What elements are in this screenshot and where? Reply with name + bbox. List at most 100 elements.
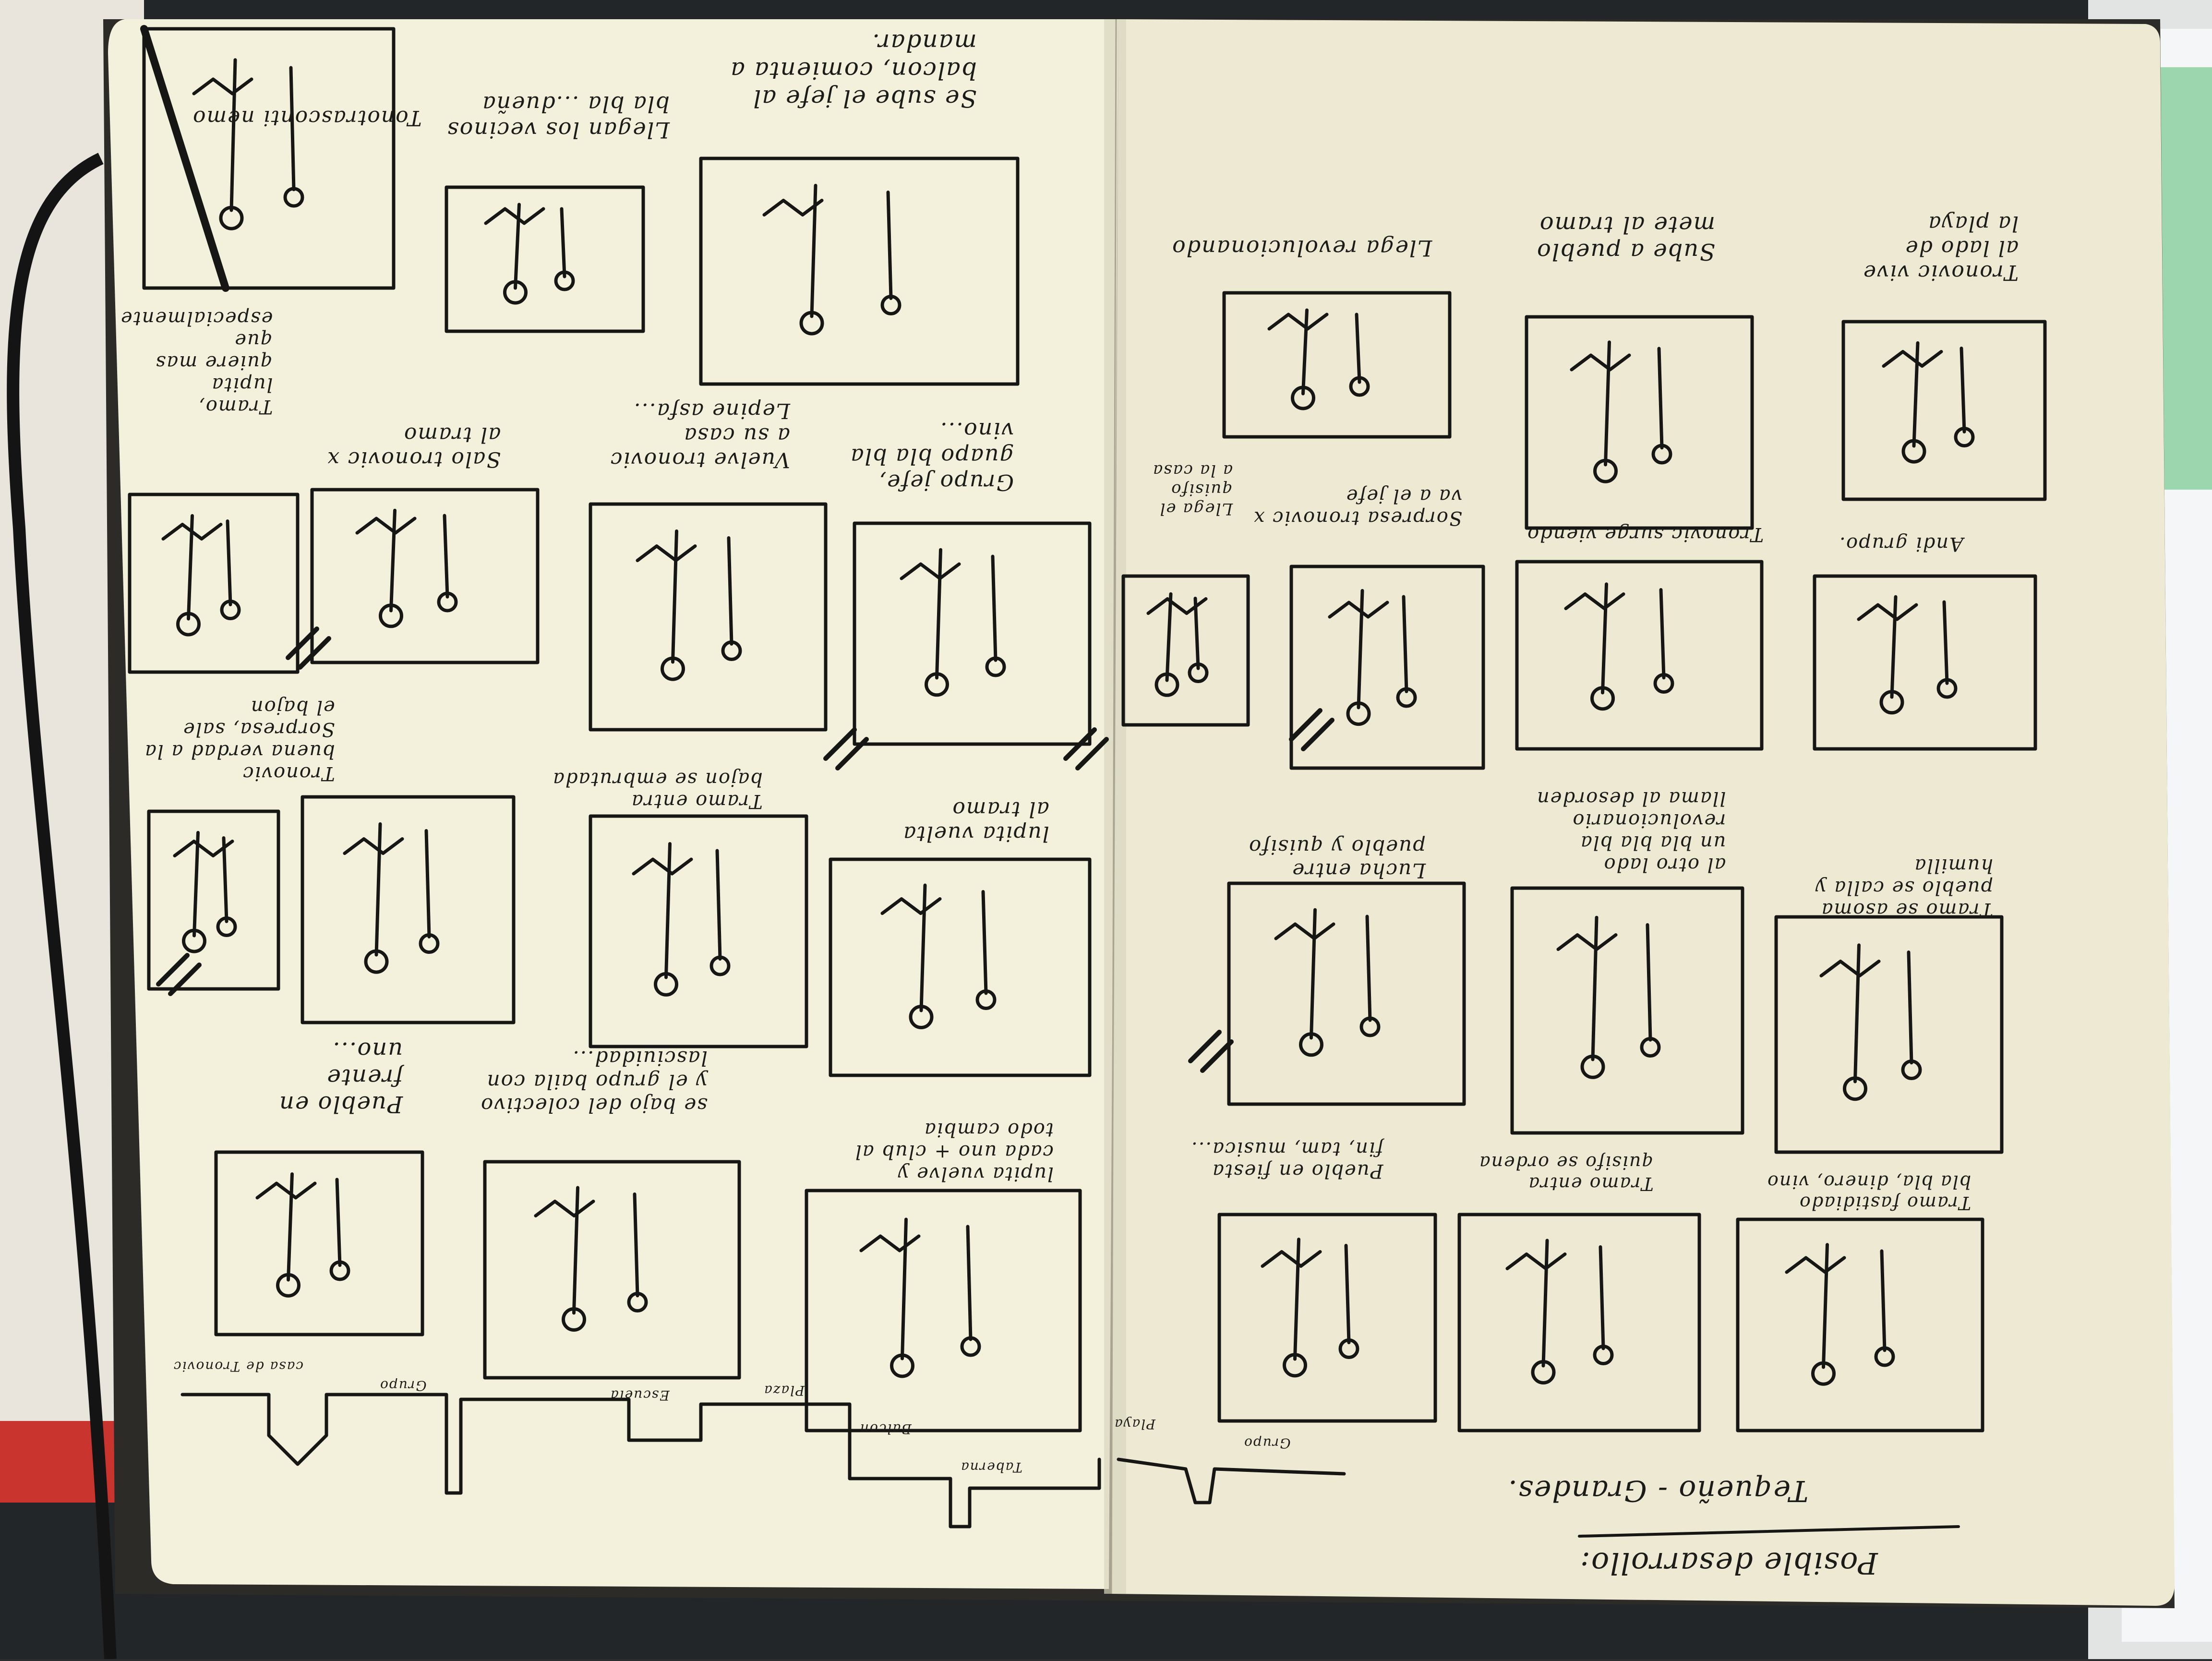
floor-plan-map-right	[1117, 1457, 1346, 1505]
note-left-10: se bajo del colectivo y el grupo baila c…	[480, 1047, 708, 1117]
storyboard-panel	[1736, 1217, 1984, 1432]
floor-plan-map	[180, 1393, 1101, 1529]
figure-body	[1880, 1249, 1887, 1352]
note-left-8: lupita vuelta al tramo	[902, 797, 1049, 846]
figure-body	[886, 191, 893, 300]
storyboard-panel	[1510, 886, 1744, 1135]
map-label-2: Plaza	[763, 1383, 805, 1398]
figure-body	[1822, 1243, 1829, 1369]
storyboard-panel	[142, 27, 396, 290]
sketch-scribble	[1261, 1250, 1322, 1268]
figure-body	[1960, 347, 1966, 433]
map-label-0: Taberna	[960, 1459, 1022, 1475]
scene-cut-mark	[823, 727, 869, 770]
storyboard-panel	[1515, 560, 1764, 751]
note-right-12: Pueblo en fiesta fin, tam, musica...	[1190, 1138, 1383, 1182]
figure-body	[287, 1172, 294, 1282]
note-right-9: Lucha entre pueblo y quisifo	[1248, 835, 1426, 882]
figure-body	[919, 883, 927, 1012]
note-left-11: lupita vuelve y cada uno + club al todo …	[854, 1119, 1054, 1185]
figure-body	[1646, 923, 1652, 1042]
map-label-right-1: Playa	[1114, 1416, 1155, 1432]
figure-body	[1541, 1239, 1549, 1368]
figure-body	[1601, 582, 1608, 695]
storyboard-panel	[1525, 315, 1754, 530]
green-card	[2160, 67, 2212, 490]
sketch-scribble	[900, 562, 961, 580]
sketch-scribble	[880, 897, 942, 915]
note-left-3: Llegan los vecinos bla bla ...dueña	[446, 91, 670, 143]
sketch-scribble	[192, 77, 253, 96]
storyboard-panel	[147, 809, 280, 991]
sketch-scribble	[1274, 922, 1335, 940]
note-left-4: Se sube el jefe al balcon, comienta a ma…	[730, 29, 977, 112]
map-label-5: casa de Tronovic	[173, 1359, 303, 1374]
figure-body	[633, 1192, 639, 1298]
storyboard-panel	[1222, 291, 1452, 439]
map-label-1: Balcon	[859, 1421, 912, 1437]
note-right-8: al otro lado un bla bla bla revolucionar…	[1536, 787, 1726, 876]
sketch-scribble	[859, 1234, 921, 1252]
storyboard-panel	[1457, 1213, 1701, 1432]
figure-body	[335, 1178, 342, 1267]
note-right-2: Llega revolucionando	[1171, 235, 1432, 261]
figure-body	[229, 58, 237, 212]
heavy-stroke	[140, 25, 229, 292]
figure-body	[1853, 943, 1861, 1083]
figure-body	[1907, 951, 1913, 1065]
sketch-scribble	[1564, 592, 1625, 610]
note-right-11: Tramo entra quisifo se ordena	[1479, 1152, 1654, 1194]
scene-cut-mark	[1289, 708, 1334, 751]
figure-body	[715, 849, 722, 961]
scene-cut-mark	[1063, 727, 1109, 770]
note-right-5: Sorpresa tronovic x va a el jefe	[1253, 485, 1463, 529]
figure-body	[560, 207, 566, 278]
sketch-scribble	[1505, 1252, 1567, 1270]
sketch-scribble	[161, 523, 223, 541]
figure-body	[1355, 313, 1361, 384]
storyboard-panel	[1841, 320, 2047, 501]
map-label-3: Escuela	[610, 1387, 670, 1403]
sketch-scribble	[1267, 313, 1329, 331]
scene-cut-mark	[1188, 1030, 1234, 1073]
sketch-scribble	[173, 840, 234, 857]
figure-body	[374, 822, 382, 957]
sketch-scribble	[1146, 597, 1208, 615]
storyboard-panel	[589, 814, 808, 1048]
figure-body	[289, 66, 296, 192]
storyboard-panel	[310, 488, 540, 664]
sketch-scribble	[534, 1200, 595, 1217]
figure-body	[727, 536, 733, 646]
map-label-4: Grupo	[379, 1378, 427, 1394]
storyboard-panel	[214, 1150, 424, 1336]
storyboard-panel	[829, 857, 1092, 1077]
figure-body	[1310, 908, 1317, 1040]
title-underline	[1578, 1525, 1960, 1538]
figure-body	[1599, 1245, 1605, 1350]
storyboard-panel	[1121, 574, 1250, 727]
right-page	[1111, 19, 2175, 1606]
figure-body	[1193, 597, 1200, 670]
sketch-scribble	[1328, 601, 1389, 619]
figure-body	[1293, 1238, 1300, 1361]
storyboard-panel	[853, 521, 1092, 746]
sketch-scribble	[355, 517, 417, 535]
storyboard-panel	[445, 185, 645, 333]
note-left-2: Vuelve tronovic a su casa Lepine asfa...	[610, 398, 790, 472]
figure-body	[389, 508, 397, 613]
note-left-1: Salo tronovic x al tramo	[326, 422, 501, 471]
note-right-7: Tramo se asoma pueblo se calla y humilla	[1815, 855, 1994, 921]
storyboard-panel	[301, 795, 516, 1024]
note-left-5: Grupo jefe, guapo bla bla vino...	[850, 418, 1014, 495]
sketch-scribble	[1570, 353, 1631, 372]
spine-line	[1110, 19, 1117, 1594]
note-left-6: Tronovic buena verdad a la Sorpresa, sal…	[144, 696, 335, 784]
elastic-band	[7, 153, 117, 1660]
storyboard-panel	[1774, 915, 2004, 1154]
note-right-3: Andi grupo.	[1839, 533, 1963, 555]
figure-body	[572, 1186, 579, 1315]
figure-body	[981, 890, 988, 995]
scene-cut-mark	[156, 953, 202, 996]
